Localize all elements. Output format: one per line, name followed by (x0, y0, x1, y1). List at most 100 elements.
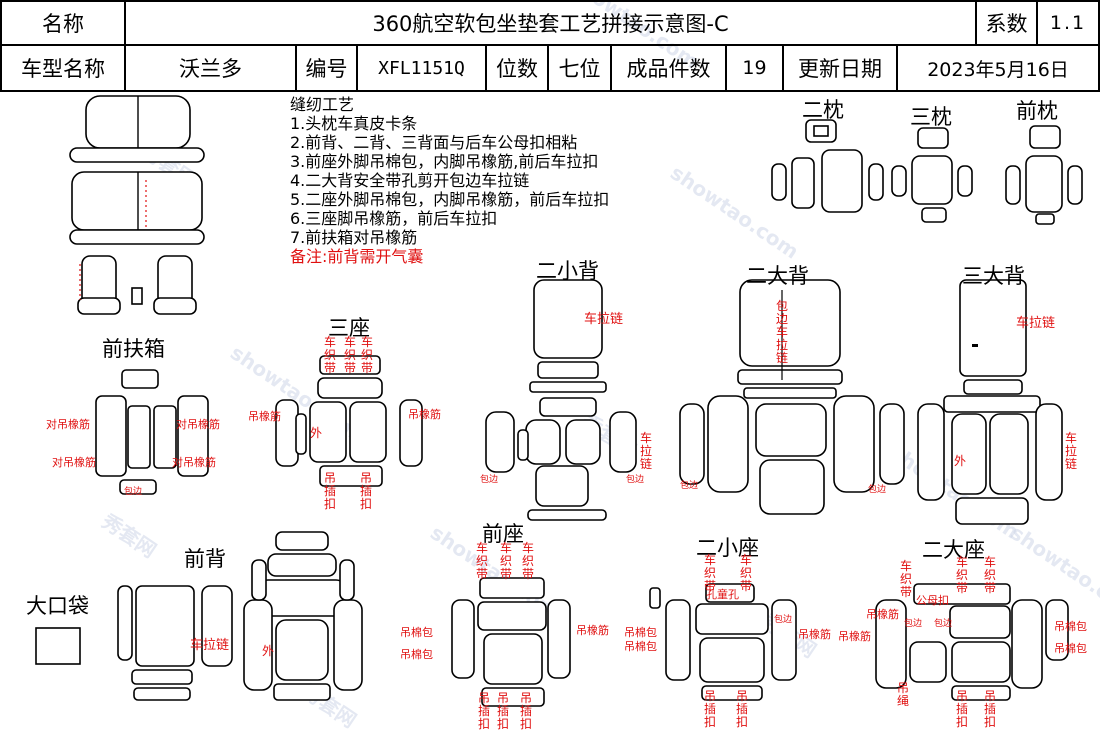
front-back (117, 531, 363, 701)
note-weave-belt: 车织带 (521, 541, 534, 581)
note-edge: 包边 (480, 475, 499, 485)
note-edge: 包边 (934, 619, 953, 629)
note-weave-belt: 车织带 (703, 553, 716, 593)
name-label: 名称 (42, 12, 84, 36)
header-table: 名称 360航空软包坐垫套工艺拼接示意图-C 系数 1.1 车型名称 沃兰多 编… (0, 0, 1100, 92)
big-pocket (35, 627, 81, 665)
note-elastic-pair: 对吊橡筋 (46, 418, 90, 431)
note-hook-buckle: 吊插扣 (519, 691, 532, 731)
process-step: 7.前扶箱对吊橡筋 (290, 228, 418, 247)
label-rear-small-seat: 二小座 (696, 536, 759, 560)
label-headrest-2: 二枕 (802, 98, 844, 122)
note-weave-belt: 车织带 (360, 335, 373, 375)
note-elastic: 吊橡筋 (798, 628, 831, 641)
note-elastic: 吊橡筋 (408, 408, 441, 421)
rear-small-seat (649, 583, 797, 701)
pieces-value: 19 (742, 57, 767, 79)
note-elastic-pair: 对吊橡筋 (172, 456, 216, 469)
process-remark: 备注:前背需开气囊 (290, 247, 424, 266)
note-cotton: 吊棉包 (624, 626, 657, 639)
note-outer: 外 (954, 454, 967, 468)
label-headrest-3: 三枕 (910, 105, 952, 129)
note-edge: 包边 (680, 481, 699, 491)
label-front-seat: 前座 (482, 522, 524, 546)
note-edge: 包边 (774, 615, 793, 625)
process-block: 缝纫工艺 1.头枕车真皮卡条 2.前背、二背、三背面与后车公母扣相粘 3.前座外… (290, 95, 609, 266)
third-seat (275, 355, 423, 487)
process-step: 6.三座脚吊橡筋，前后车拉扣 (290, 209, 498, 228)
label-rear-large-back: 二大背 (746, 264, 809, 288)
label-headrest-front: 前枕 (1016, 99, 1058, 123)
note-cotton: 吊棉包 (400, 648, 433, 661)
note-zipper: 车拉链 (639, 431, 652, 471)
note-elastic: 吊橡筋 (838, 630, 871, 643)
process-step: 2.前背、二背、三背面与后车公母扣相粘 (290, 133, 578, 152)
label-front-armrest: 前扶箱 (102, 337, 165, 361)
note-weave-belt: 车织带 (475, 541, 488, 581)
updated-value: 2023年5月16日 (927, 58, 1069, 81)
note-cotton: 吊棉包 (624, 640, 657, 653)
note-weave-belt: 车织带 (955, 555, 968, 595)
note-hook-buckle: 吊插扣 (735, 689, 748, 729)
note-edge: 包边 (626, 475, 645, 485)
rear-small-back (485, 279, 637, 521)
label-third-seat: 三座 (328, 316, 370, 340)
process-step: 4.二大背安全带孔剪开包边车拉链 (290, 171, 530, 190)
note-elastic: 吊橡筋 (866, 608, 899, 621)
note-weave-belt: 车织带 (343, 335, 356, 375)
headrest-3 (891, 127, 973, 223)
coef-label: 系数 (985, 12, 1028, 36)
rear-large-seat (875, 583, 1069, 701)
label-rear-small-back: 二小背 (536, 259, 599, 283)
process-title: 缝纫工艺 (290, 95, 355, 114)
note-cotton: 吊棉包 (400, 626, 433, 639)
note-zipper: 车拉链 (1064, 431, 1077, 471)
seat-count-label: 位数 (496, 57, 538, 81)
seat-overview (69, 95, 205, 315)
note-hook-buckle: 吊插扣 (477, 691, 490, 731)
note-outer: 外 (262, 644, 275, 658)
note-cotton: 吊棉包 (1054, 642, 1087, 655)
note-outer: 外 (310, 426, 323, 440)
front-armrest (95, 369, 209, 495)
process-step: 1.头枕车真皮卡条 (290, 114, 418, 133)
note-hook-buckle: 吊插扣 (955, 689, 968, 729)
note-weave-belt: 车织带 (323, 335, 336, 375)
note-zipper: 车拉链 (190, 638, 230, 653)
note-weave-belt: 车织带 (499, 541, 512, 581)
diagram-title: 360航空软包坐垫套工艺拼接示意图-C (372, 12, 729, 36)
note-edge: 包边 (124, 487, 143, 497)
seat-count-value: 七位 (558, 57, 601, 81)
note-hook-rope: 吊绳 (896, 681, 909, 708)
code-label: 编号 (305, 57, 348, 81)
model-value: 沃兰多 (179, 57, 242, 81)
note-hook-buckle: 吊插扣 (703, 689, 716, 729)
process-step: 3.前座外脚吊棉包，内脚吊橡筋,前后车拉扣 (290, 152, 599, 171)
note-cotton: 吊棉包 (1054, 620, 1087, 633)
label-front-back: 前背 (184, 547, 226, 571)
process-step: 5.二座外脚吊棉包，内脚吊橡筋，前后车拉扣 (290, 190, 610, 209)
code-value: XFL1151Q (378, 57, 465, 79)
coef-value: 1.1 (1049, 12, 1087, 34)
note-weave-belt: 车织带 (899, 559, 912, 599)
note-zipper: 车拉链 (584, 312, 624, 327)
headrest-front (1005, 125, 1083, 225)
label-rear-large-seat: 二大座 (922, 538, 985, 562)
note-weave-belt: 车织带 (983, 555, 996, 595)
label-big-pocket: 大口袋 (26, 594, 89, 618)
model-label: 车型名称 (21, 57, 105, 81)
note-elastic-pair: 对吊橡筋 (52, 456, 96, 469)
front-seat (451, 577, 571, 707)
note-hook-buckle: 吊插扣 (496, 691, 509, 731)
note-weave-belt: 车织带 (739, 553, 752, 593)
note-hook-buckle: 吊插扣 (983, 689, 996, 729)
rear-large-back (679, 279, 905, 515)
note-edge: 包边 (904, 619, 923, 629)
note-hook-buckle: 吊插扣 (359, 471, 372, 511)
pieces-label: 成品件数 (626, 57, 711, 81)
note-edge: 包边 (868, 485, 887, 495)
note-child-hole: 孔童孔 (706, 588, 739, 601)
note-hook-buckle: 吊插扣 (323, 471, 336, 511)
